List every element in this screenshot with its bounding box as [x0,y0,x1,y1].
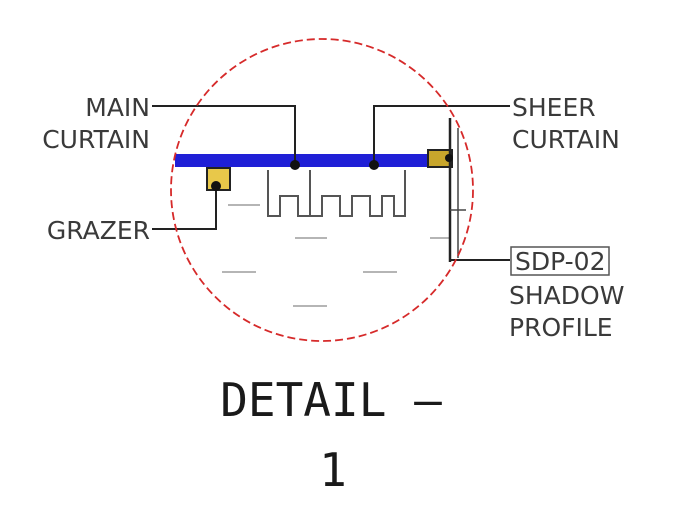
label-shadow-profile-line2: PROFILE [509,313,613,342]
leader-sheer-curtain [373,105,510,162]
leader-main-curtain [152,105,296,162]
shadow-profile-tag-box [510,246,610,276]
leader-dots [211,154,453,191]
leader-lines [152,105,510,261]
curtain-track [175,154,450,167]
leader-grazer [152,186,217,230]
label-main-curtain-line2: CURTAIN [42,125,150,154]
main-curtain-folds [267,170,406,217]
label-sheer-curtain-line2: CURTAIN [512,125,620,154]
label-shadow-profile-line1: SHADOW [509,281,624,310]
ceiling-marks [222,204,450,307]
detail-title-line1: DETAIL – [220,373,442,427]
shadow-profile-tag: SDP-02 [515,247,605,276]
detail-title-line2: 1 [319,443,347,497]
sheer-curtain-fixture [427,118,466,262]
detail-circle [170,38,474,342]
label-grazer: GRAZER [47,216,150,245]
label-sheer-curtain-line1: SHEER [512,93,596,122]
label-main-curtain-line1: MAIN [85,93,150,122]
